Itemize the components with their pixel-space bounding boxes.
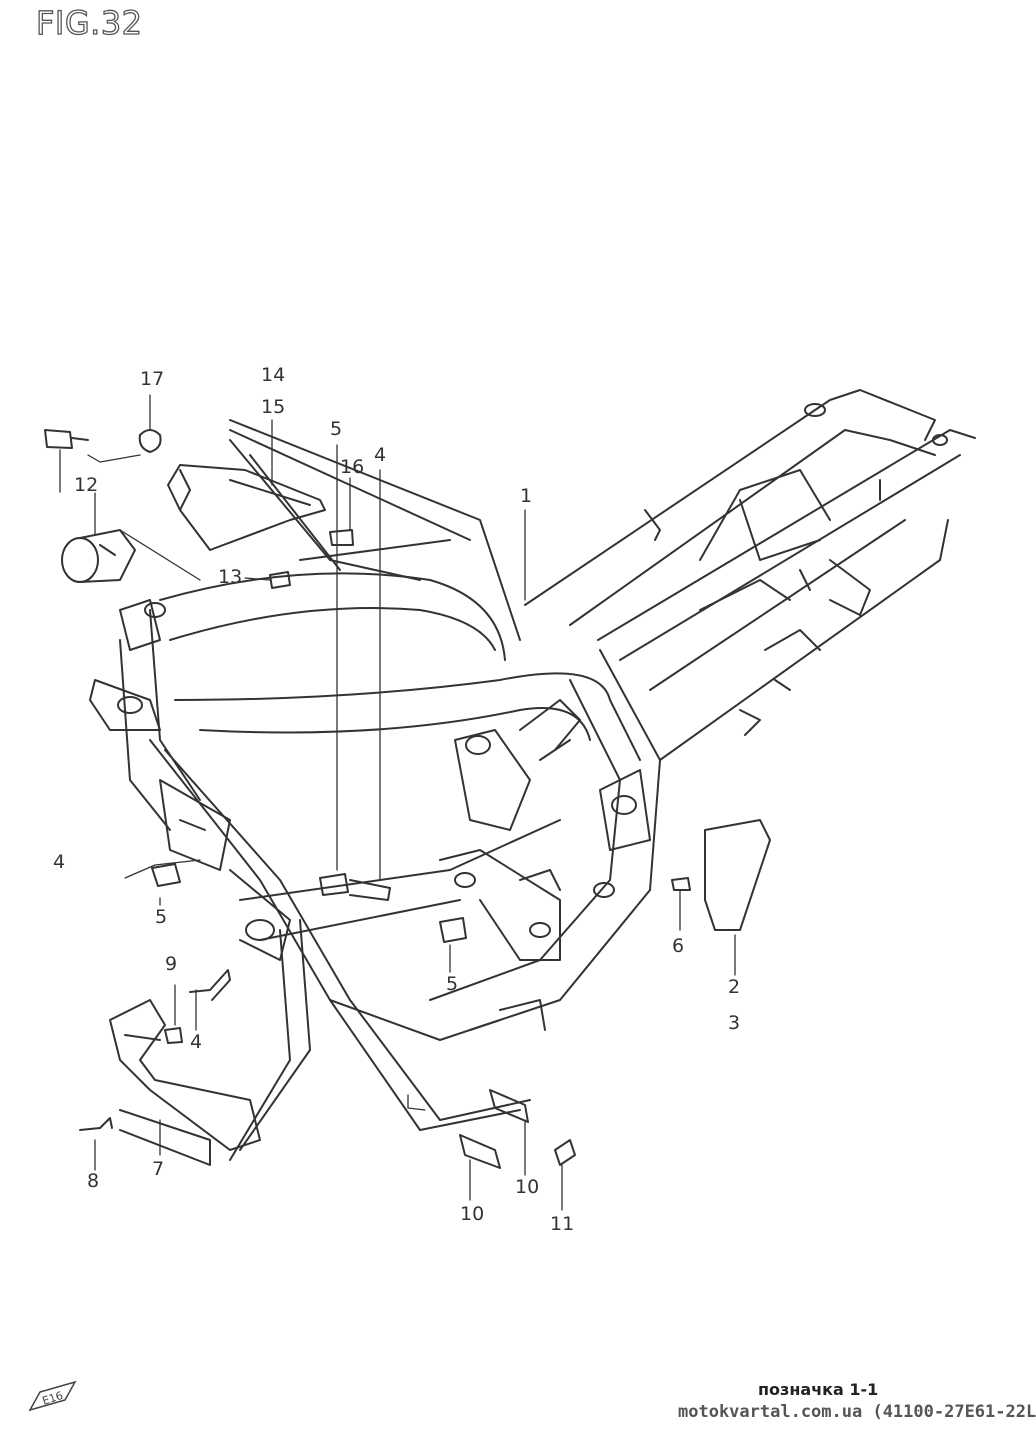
seat-bracket bbox=[167, 464, 326, 551]
front-head-section bbox=[89, 599, 291, 961]
part-7-bracket bbox=[109, 999, 261, 1166]
callout-5-left: 5 bbox=[155, 906, 168, 928]
engine-mounts bbox=[439, 699, 651, 1031]
callout-8: 8 bbox=[87, 1170, 100, 1192]
callout-3: 3 bbox=[728, 1012, 741, 1034]
callout-10-right: 10 bbox=[515, 1176, 540, 1198]
callout-7: 7 bbox=[152, 1158, 165, 1180]
callout-10-left: 10 bbox=[460, 1203, 485, 1225]
callout-5-center: 5 bbox=[446, 973, 459, 995]
callout-9: 9 bbox=[165, 953, 178, 975]
callout-5-center-top: 5 bbox=[330, 418, 343, 440]
callout-16: 16 bbox=[340, 456, 365, 478]
figure-title: FIG.32 bbox=[35, 3, 143, 42]
callout-17: 17 bbox=[140, 368, 165, 390]
callout-14: 14 bbox=[261, 364, 286, 386]
callout-4-left: 4 bbox=[53, 851, 66, 873]
callout-15: 15 bbox=[261, 396, 286, 418]
frame-drawing bbox=[44, 389, 976, 1211]
callout-12: 12 bbox=[74, 474, 99, 496]
parts-diagram: FIG.32 bbox=[28, 3, 1036, 1422]
caption: позначка 1-1 bbox=[758, 1380, 879, 1399]
small-parts bbox=[44, 429, 771, 1169]
callout-6: 6 bbox=[672, 935, 685, 957]
callout-1: 1 bbox=[520, 485, 533, 507]
leader-lines bbox=[59, 394, 736, 1211]
model-badge-icon: E16 bbox=[28, 1380, 77, 1412]
badge-label: E16 bbox=[41, 1389, 65, 1408]
footer-watermark: motokvartal.com.ua (41100-27E61-22L bbox=[678, 1402, 1036, 1422]
callout-11: 11 bbox=[550, 1213, 575, 1235]
rear-subframe bbox=[524, 389, 976, 761]
callout-4-center: 4 bbox=[374, 444, 387, 466]
callout-13: 13 bbox=[218, 566, 243, 588]
callout-2: 2 bbox=[728, 976, 741, 998]
part-12-cap bbox=[61, 529, 136, 583]
callout-4-lower: 4 bbox=[190, 1031, 203, 1053]
